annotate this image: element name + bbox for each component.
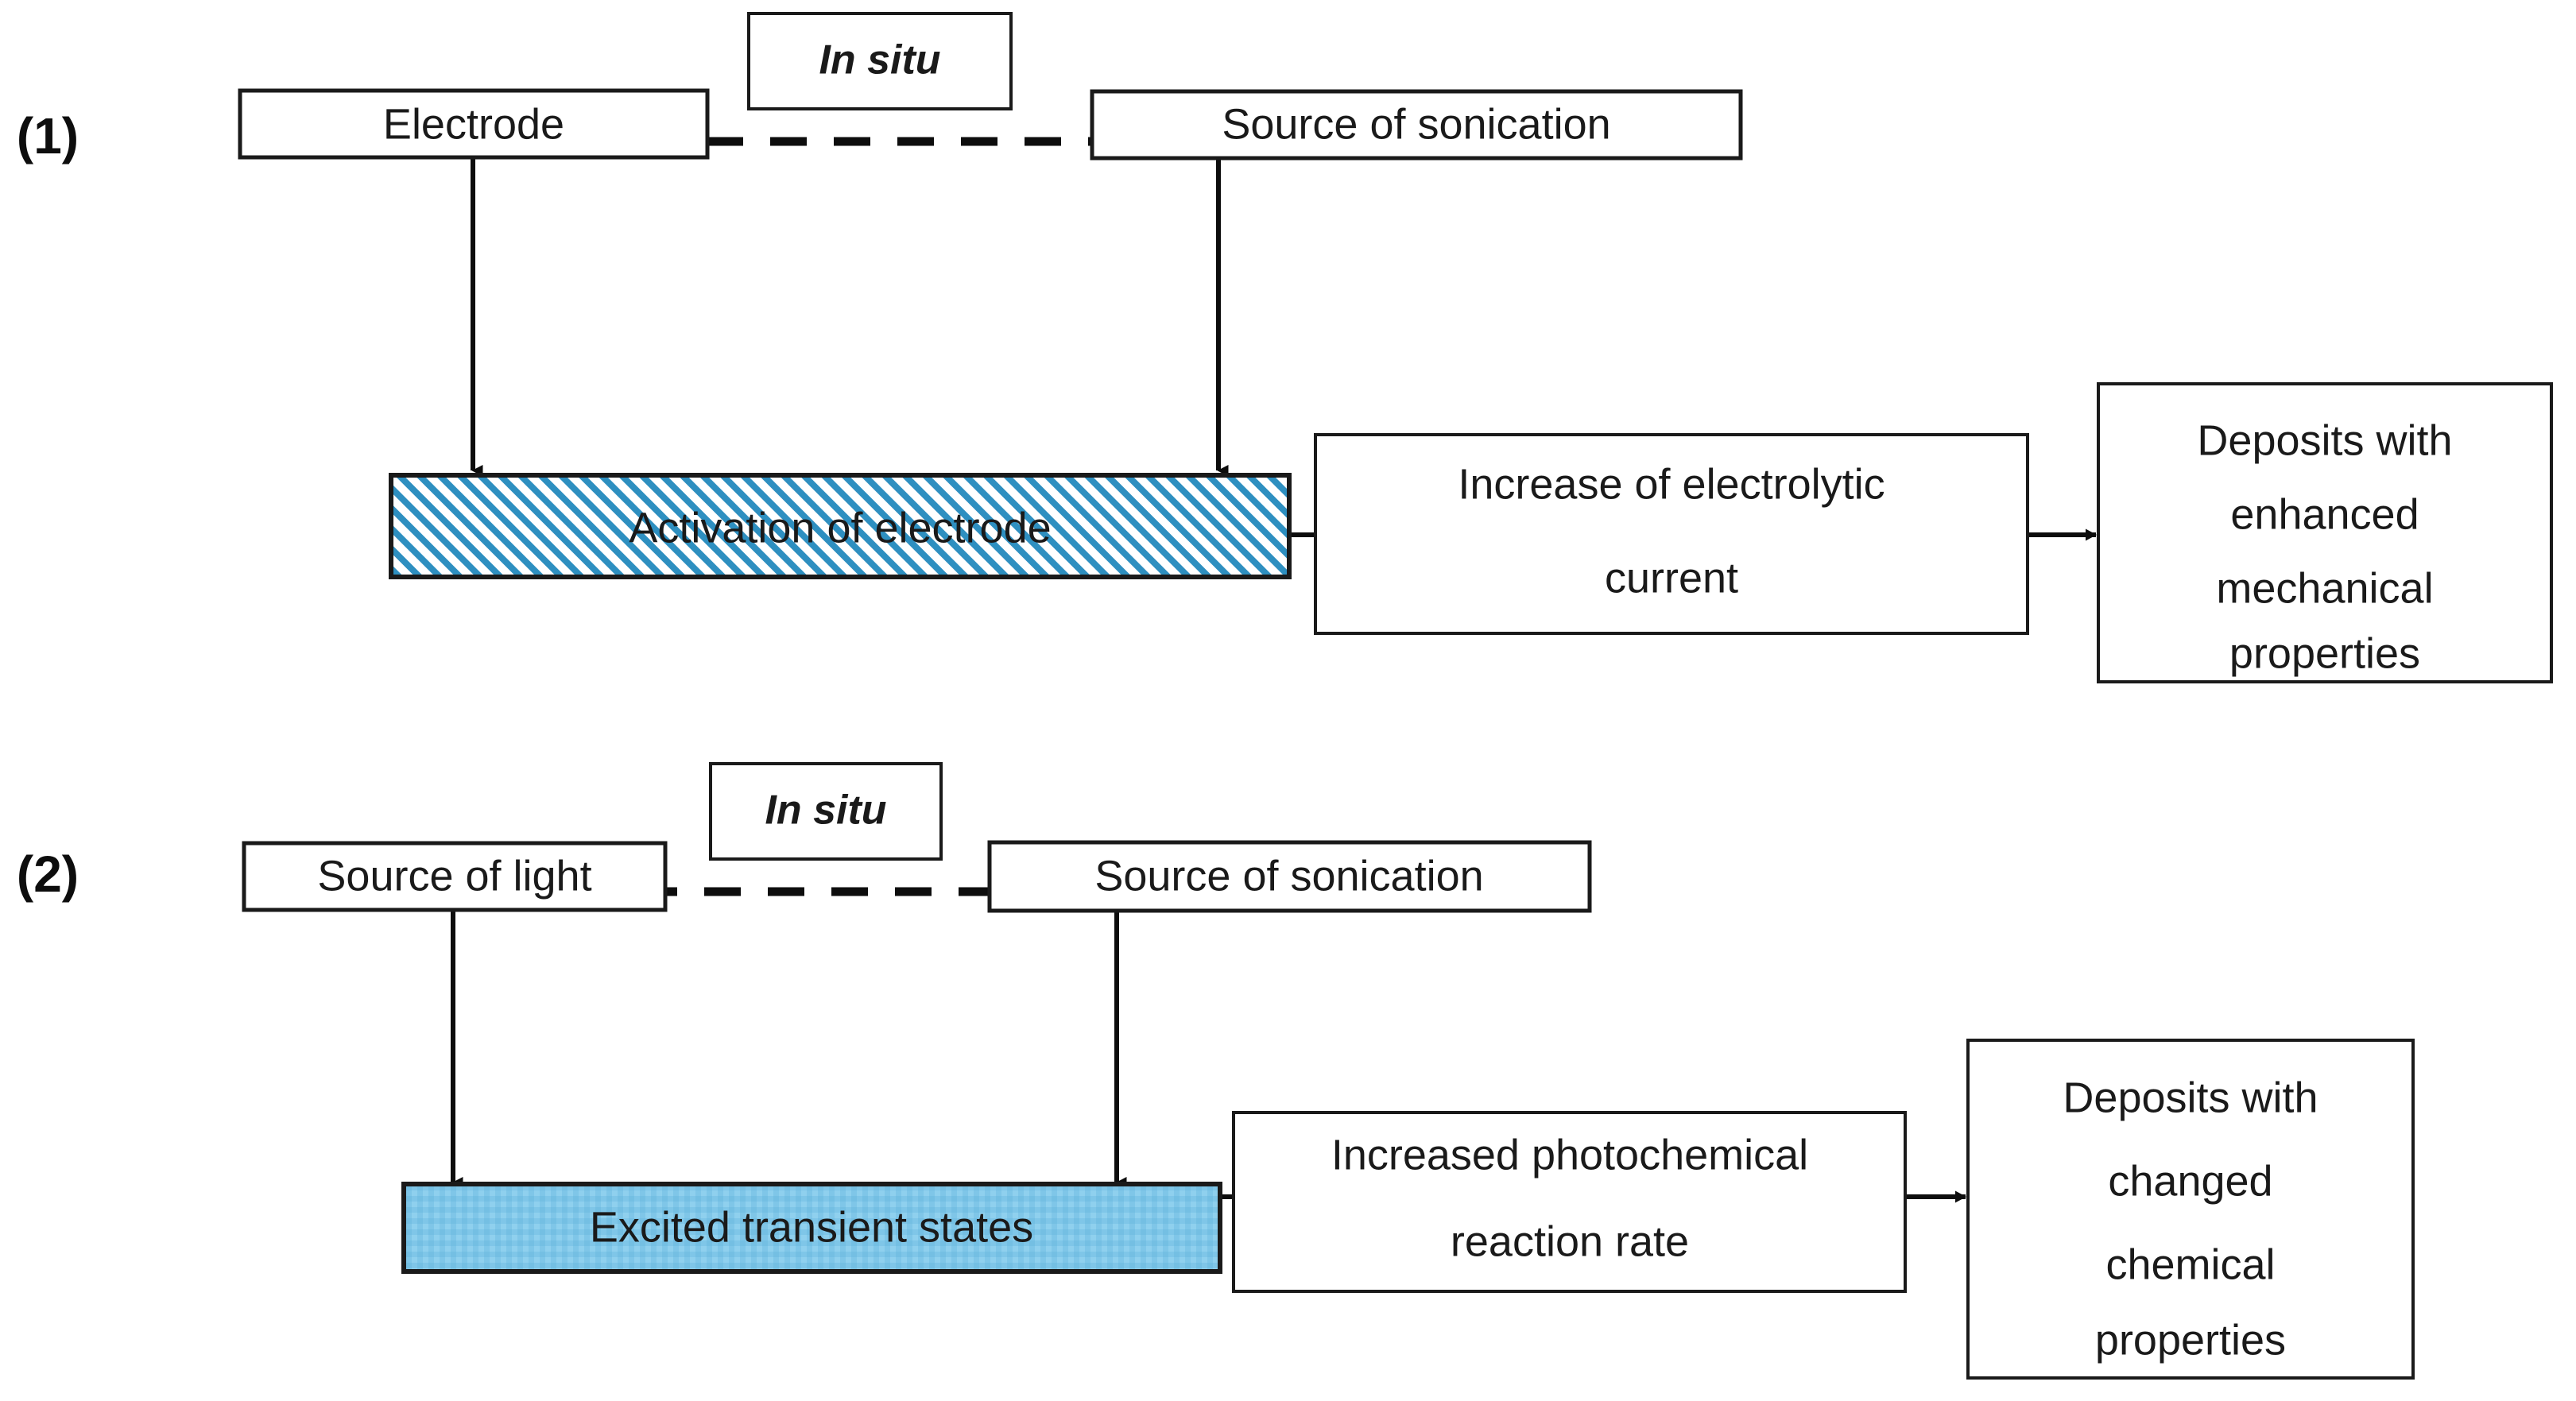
row-2-insitu-label: In situ <box>765 788 886 834</box>
row-1-effect-box[interactable]: Activation of electrode <box>389 473 1292 579</box>
row-2-effect-box-label: Excited transient states <box>590 1203 1033 1251</box>
row-1-insitu-box[interactable]: In situ <box>747 12 1013 110</box>
row-1-middle-box-line1: Increase of electrolytic <box>1458 460 1885 508</box>
row-1-outcome-line-2: enhanced <box>2230 490 2419 538</box>
row-1-outcome-box[interactable]: Deposits with enhanced mechanical proper… <box>2097 382 2553 683</box>
row-1-source-box-label: Electrode <box>383 100 564 148</box>
row-1-insitu-label: In situ <box>819 37 940 83</box>
row-2-source-box[interactable]: Source of light <box>242 841 668 912</box>
row-2-middle-box-line1: Increased photochemical <box>1331 1131 1808 1178</box>
row-1-outcome-line-1: Deposits with <box>2197 416 2452 464</box>
row-2-index-label: (2) <box>17 846 79 903</box>
row-1-middle-box-line2: current <box>1605 554 1738 602</box>
row-1-outcome-line-3: mechanical <box>2216 564 2433 612</box>
row-1-source-box[interactable]: Electrode <box>238 88 710 160</box>
row-1-outcome-line-4: properties <box>2229 629 2420 677</box>
row-2-outcome-line-1: Deposits with <box>2063 1074 2318 1121</box>
row-1-middle-box[interactable]: Increase of electrolytic current <box>1314 433 2029 635</box>
row-2-outcome-line-2: changed <box>2108 1157 2272 1205</box>
row-1-sonication-box[interactable]: Source of sonication <box>1090 89 1743 161</box>
row-2-outcome-line-4: properties <box>2095 1316 2286 1364</box>
row-2-sonication-box-label: Source of sonication <box>1094 852 1483 900</box>
row-2-source-box-label: Source of light <box>317 852 591 900</box>
row-1-sonication-box-label: Source of sonication <box>1222 100 1610 148</box>
row-2-effect-box[interactable]: Excited transient states <box>401 1182 1222 1274</box>
row-1-effect-box-label: Activation of electrode <box>629 504 1051 551</box>
row-2-insitu-box[interactable]: In situ <box>709 762 943 861</box>
row-2-sonication-box[interactable]: Source of sonication <box>987 840 1592 913</box>
row-2-middle-box[interactable]: Increased photochemical reaction rate <box>1232 1111 1907 1293</box>
row-1-index-label: (1) <box>17 107 79 164</box>
row-2-middle-box-line2: reaction rate <box>1451 1217 1689 1265</box>
row-2-outcome-box[interactable]: Deposits with changed chemical propertie… <box>1966 1039 2415 1380</box>
row-2-outcome-line-3: chemical <box>2105 1240 2275 1288</box>
